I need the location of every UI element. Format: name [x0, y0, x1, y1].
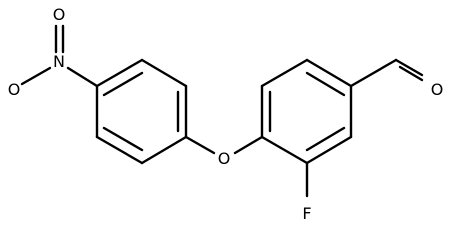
fluorine-label: F — [302, 204, 311, 223]
bond-ring2-b — [260, 58, 309, 88]
bond-ring2-e — [305, 135, 353, 165]
bond-ring2-f — [260, 135, 309, 165]
bond-ring1-a — [95, 58, 144, 88]
bond-ring1-e — [95, 135, 144, 165]
bond-ring1-d — [140, 135, 188, 165]
nitro-oxygen-top-label: O — [53, 5, 66, 24]
bond-ether-ring2 — [233, 135, 264, 155]
nitrogen-label: N — [53, 52, 65, 71]
bond-n-ring — [66, 66, 99, 88]
bond-aldehyde-o-2 — [398, 65, 424, 82]
bond-n-o-left — [20, 66, 52, 86]
structure-canvas: O N O O F O — [8, 5, 444, 223]
molecule-drawing: O N O O F O — [8, 5, 444, 223]
bond-ring1-b — [140, 58, 188, 88]
bond-ring1-a-inner — [102, 71, 144, 97]
nitro-oxygen-left-label: O — [8, 80, 21, 99]
bond-ring2-e-inner — [305, 126, 346, 152]
bond-ring2-aldehyde — [349, 58, 398, 88]
bond-ring2-c — [305, 58, 353, 88]
ether-oxygen-label: O — [218, 149, 231, 168]
bond-aldehyde-o-1 — [394, 58, 424, 77]
aldehyde-oxygen-label: O — [431, 80, 444, 99]
bond-ring1-e-inner — [102, 126, 144, 152]
bond-ring2-c-inner — [305, 71, 346, 97]
bond-ring1-ether — [184, 135, 216, 155]
